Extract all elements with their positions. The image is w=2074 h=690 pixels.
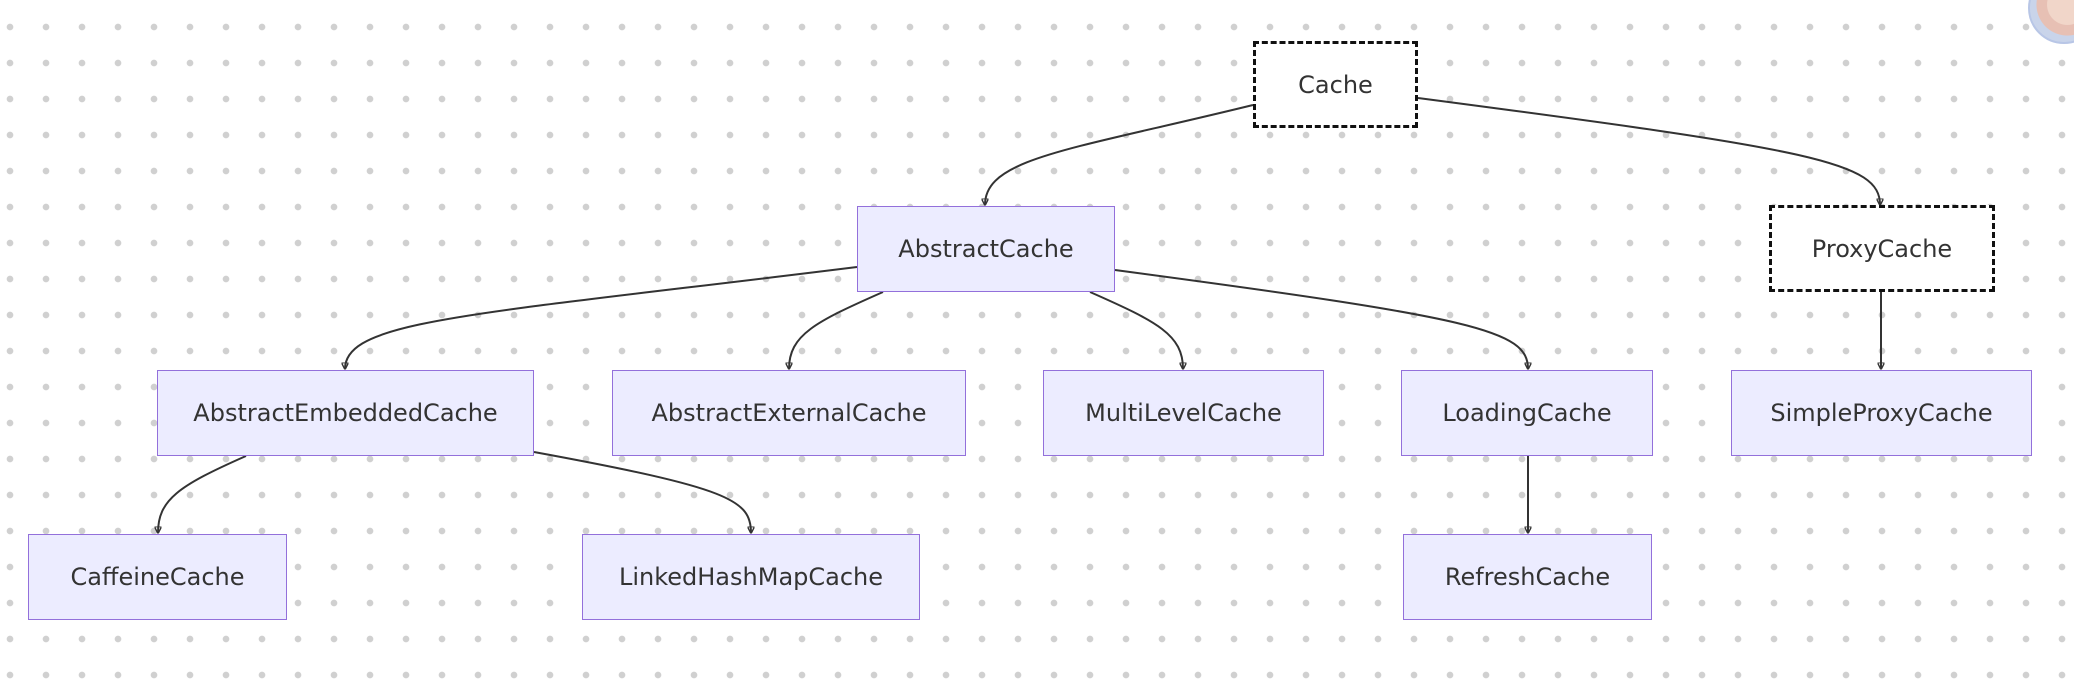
node-multilevelcache[interactable]: MultiLevelCache [1043, 370, 1324, 456]
node-label: AbstractEmbeddedCache [193, 399, 498, 427]
edge-abstractcache-to-abstractexternalcache [789, 291, 884, 369]
edge-abstractcache-to-loadingcache [1114, 269, 1528, 369]
edge-cache-to-proxycache [1417, 97, 1880, 205]
node-loadingcache[interactable]: LoadingCache [1401, 370, 1653, 456]
node-abstractexternalcache[interactable]: AbstractExternalCache [612, 370, 966, 456]
node-simpleproxycache[interactable]: SimpleProxyCache [1731, 370, 2032, 456]
edge-abstractcache-to-abstractembeddedcache [345, 266, 858, 369]
node-refreshcache[interactable]: RefreshCache [1403, 534, 1652, 620]
node-label: LinkedHashMapCache [618, 563, 884, 591]
node-label: Cache [1298, 70, 1373, 99]
edge-abstractembeddedcache-to-caffeinecache [158, 455, 247, 533]
node-label: MultiLevelCache [1085, 399, 1282, 427]
node-abstractembeddedcache[interactable]: AbstractEmbeddedCache [157, 370, 534, 456]
node-label: AbstractCache [898, 235, 1074, 263]
node-abstractcache[interactable]: AbstractCache [857, 206, 1115, 292]
node-label: LoadingCache [1442, 399, 1612, 427]
node-cache[interactable]: Cache [1253, 41, 1418, 128]
edge-abstractembeddedcache-to-linkedhashmapcache [533, 451, 751, 533]
node-label: AbstractExternalCache [651, 399, 927, 427]
node-proxycache[interactable]: ProxyCache [1769, 205, 1995, 292]
node-label: CaffeineCache [70, 563, 245, 591]
node-label: ProxyCache [1811, 234, 1953, 263]
node-label: SimpleProxyCache [1770, 399, 1993, 427]
edge-cache-to-abstractcache [985, 104, 1254, 205]
node-label: RefreshCache [1444, 563, 1611, 591]
node-linkedhashmapcache[interactable]: LinkedHashMapCache [582, 534, 920, 620]
node-caffeinecache[interactable]: CaffeineCache [28, 534, 287, 620]
edge-abstractcache-to-multilevelcache [1089, 291, 1183, 369]
